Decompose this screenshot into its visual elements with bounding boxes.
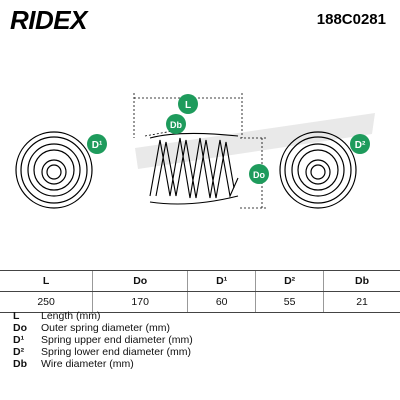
legend-item: D² Spring lower end diameter (mm)	[13, 346, 193, 358]
spring-diagram: D¹ L Db	[0, 38, 400, 270]
legend-key: D¹	[13, 334, 25, 346]
legend-desc: Spring upper end diameter (mm)	[41, 334, 193, 346]
watermark-logo	[135, 113, 375, 169]
legend-item: L Length (mm)	[13, 310, 193, 322]
spring-side-view	[149, 132, 239, 205]
value-db: 21	[323, 291, 400, 313]
value-l: 250	[0, 291, 93, 313]
header-db: Db	[323, 270, 400, 292]
badge-outer-diameter: Do	[249, 164, 269, 184]
badge-text-db: Db	[170, 120, 182, 130]
part-number: 188C0281	[316, 11, 386, 28]
legend-key: D²	[13, 346, 25, 358]
spring-diagram-svg: D¹ L Db	[15, 93, 375, 209]
legend-desc: Wire diameter (mm)	[41, 358, 134, 370]
badge-wire-diameter: Db	[166, 114, 186, 134]
brand-logo: RIDEX	[10, 5, 87, 35]
header-d1: D¹	[187, 270, 256, 292]
legend-item: Do Outer spring diameter (mm)	[13, 322, 193, 334]
badge-text-l: L	[185, 100, 191, 111]
badge-upper-diameter: D¹	[87, 134, 107, 154]
legend-item: D¹ Spring upper end diameter (mm)	[13, 334, 193, 346]
legend-item: Db Wire diameter (mm)	[13, 358, 193, 370]
upper-end-view	[15, 131, 93, 209]
value-d1: 60	[187, 291, 256, 313]
badge-lower-diameter: D²	[350, 134, 370, 154]
legend-key: Do	[13, 322, 27, 334]
value-d2: 55	[255, 291, 324, 313]
dimension-wire	[144, 129, 179, 137]
badge-text-do: Do	[253, 170, 265, 180]
spec-table-value-row: 250 170 60 55 21	[0, 291, 400, 313]
dimension-outer	[240, 137, 268, 209]
value-do: 170	[92, 291, 188, 313]
legend-desc: Spring lower end diameter (mm)	[41, 346, 191, 358]
legend-desc: Length (mm)	[41, 310, 101, 322]
badge-text-d1: D¹	[92, 140, 103, 151]
header-d2: D²	[255, 270, 324, 292]
badge-text-d2: D²	[355, 140, 366, 151]
badge-length: L	[178, 94, 198, 114]
legend: L Length (mm) Do Outer spring diameter (mm…	[13, 310, 193, 370]
header-do: Do	[92, 270, 188, 292]
legend-desc: Outer spring diameter (mm)	[41, 322, 170, 334]
spec-table-header-row: L Do D¹ D² Db	[0, 270, 400, 292]
legend-key: L	[13, 310, 20, 322]
legend-key: Db	[13, 358, 27, 370]
header-l: L	[0, 270, 93, 292]
header: RIDEX 188C0281	[0, 0, 400, 38]
spec-table: L Do D¹ D² Db 250 170 60 55 21	[0, 270, 400, 313]
lower-end-view	[279, 131, 357, 209]
